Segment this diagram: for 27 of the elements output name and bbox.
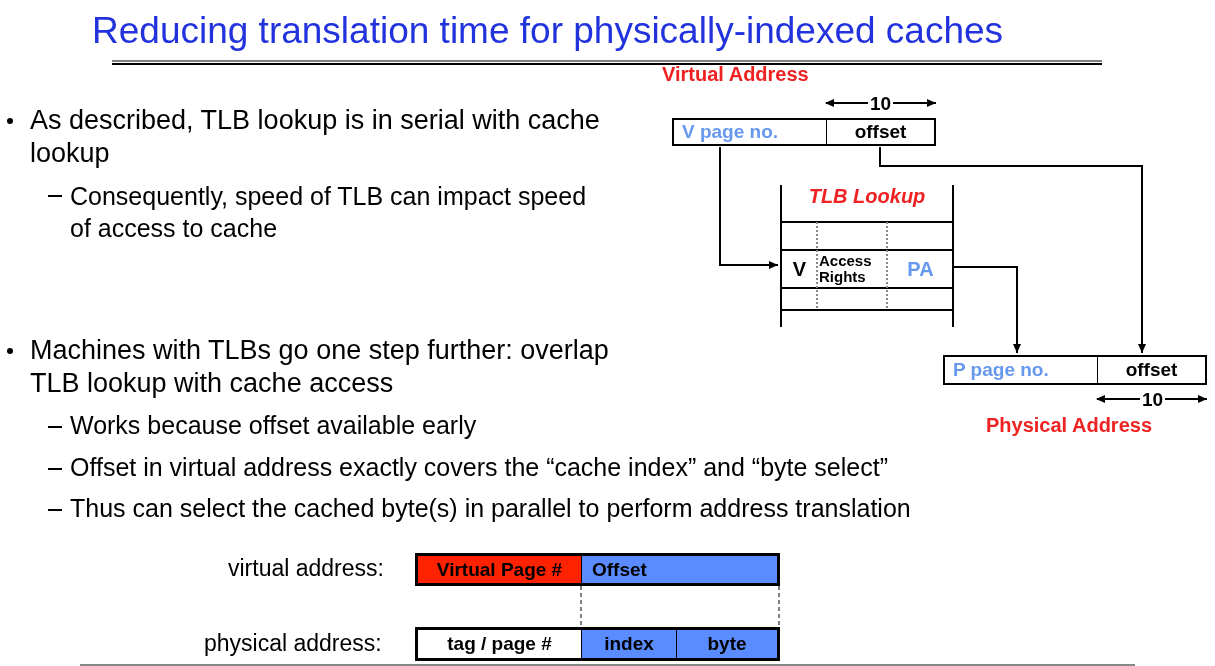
- arrow: [879, 146, 1146, 354]
- slide-title: Reducing translation time for physically-indexed caches: [92, 10, 1004, 52]
- address-field: offset: [1097, 355, 1207, 385]
- bullet-text: Works because offset available early: [70, 411, 477, 440]
- table-heading: TLB Lookup: [807, 185, 927, 208]
- field-label: physical address:: [204, 630, 382, 657]
- address-field: P page no.: [943, 355, 1098, 385]
- table-cell: PA: [889, 252, 952, 286]
- field-label: virtual address:: [228, 555, 384, 582]
- heading-label: Physical Address: [986, 414, 1152, 437]
- address-field: V page no.: [672, 118, 827, 146]
- address-field: offset: [826, 118, 936, 146]
- table-cell: Access Rights: [819, 252, 885, 286]
- address-field: index: [581, 627, 677, 661]
- bullet-text: Consequently, speed of TLB can impact speed of access to cache: [70, 181, 588, 244]
- arrow: [719, 146, 779, 269]
- arrow: [953, 266, 1021, 354]
- bullet-text: As described, TLB lookup is in serial with cache lookup: [30, 104, 601, 170]
- heading-label: Virtual Address: [662, 63, 809, 86]
- address-field: Virtual Page #: [415, 553, 582, 586]
- bullet-text: Offset in virtual address exactly covers the “cache index” and “byte select”: [70, 453, 888, 482]
- bullet-text: Machines with TLBs go one step further: overlap TLB lookup with cache access: [30, 334, 610, 400]
- table-cell: V: [784, 252, 815, 286]
- address-field: Offset: [581, 553, 780, 586]
- bullet-text: Thus can select the cached byte(s) in parallel to perform address translation: [70, 494, 911, 523]
- address-field: byte: [676, 627, 780, 661]
- address-field: tag / page #: [415, 627, 582, 661]
